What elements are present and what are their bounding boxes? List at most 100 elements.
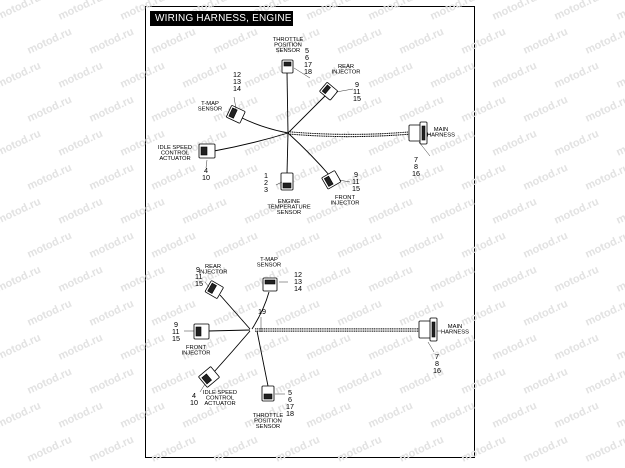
diagram-title: WIRING HARNESS, ENGINE — [150, 11, 293, 26]
watermark-text: motod.ru — [366, 0, 414, 23]
watermark-text: motod.ru — [56, 264, 104, 295]
watermark-text: motod.ru — [149, 94, 197, 125]
watermark-text: motod.ru — [149, 26, 197, 57]
watermark-text: motod.ru — [335, 230, 383, 261]
top-throttle-connector — [281, 59, 294, 74]
watermark-text: motod.ru — [304, 400, 352, 431]
watermark-text: motod.ru — [614, 60, 625, 91]
watermark-text: motod.ru — [211, 434, 259, 465]
watermark-text: motod.ru — [149, 230, 197, 261]
watermark-text: motod.ru — [335, 434, 383, 465]
top-temp-connector — [280, 172, 294, 191]
bottom-harness — [184, 277, 441, 402]
watermark-text: motod.ru — [552, 332, 600, 363]
top-harness — [198, 59, 431, 191]
top-main-harness-connector — [408, 121, 428, 145]
watermark-text: motod.ru — [521, 434, 569, 465]
watermark-text: motod.ru — [149, 434, 197, 465]
bottom-throttle-wire — [256, 330, 269, 387]
watermark-text: motod.ru — [459, 94, 507, 125]
watermark-text: motod.ru — [180, 60, 228, 91]
bottom-main-harness-connector — [418, 317, 438, 342]
watermark-text: motod.ru — [304, 332, 352, 363]
watermark-text: motod.ru — [552, 128, 600, 159]
watermark-text: motod.ru — [397, 162, 445, 193]
watermark-text: motod.ru — [583, 230, 625, 261]
watermark-text: motod.ru — [397, 26, 445, 57]
watermark-text: motod.ru — [490, 196, 538, 227]
diagram-frame — [145, 6, 475, 458]
watermark-text: motod.ru — [118, 128, 166, 159]
watermark-text: motod.ru — [366, 400, 414, 431]
watermark-text: motod.ru — [273, 434, 321, 465]
watermark-text: motod.ru — [118, 264, 166, 295]
watermark-text: motod.ru — [87, 26, 135, 57]
watermark-text: motod.ru — [490, 60, 538, 91]
watermark-text: motod.ru — [118, 196, 166, 227]
watermark-text: motod.ru — [304, 0, 352, 23]
top-throttle-wire — [286, 71, 289, 134]
top-idle-wire — [213, 132, 289, 152]
watermark-text: motod.ru — [273, 230, 321, 261]
top-tmap-connector — [226, 105, 246, 124]
bottom-throttle-connector — [261, 385, 275, 402]
watermark-text: motod.ru — [552, 196, 600, 227]
watermark-text: motod.ru — [521, 298, 569, 329]
watermark-text: motod.ru — [335, 366, 383, 397]
watermark-text: motod.ru — [366, 196, 414, 227]
watermark-text: motod.ru — [0, 0, 43, 23]
watermark-text: motod.ru — [118, 332, 166, 363]
top-tmap-wire — [239, 116, 289, 134]
bottom-tmap-connector — [262, 277, 278, 292]
watermark-text: motod.ru — [0, 196, 43, 227]
watermark-text: motod.ru — [614, 196, 625, 227]
watermark-text: motod.ru — [428, 196, 476, 227]
watermark-text: motod.ru — [459, 26, 507, 57]
watermark-text: motod.ru — [521, 162, 569, 193]
bottom-rear-wire — [219, 294, 251, 330]
watermark-text: motod.ru — [0, 264, 43, 295]
watermark-text: motod.ru — [335, 298, 383, 329]
watermark-text: motod.ru — [583, 298, 625, 329]
bottom-front-wire — [207, 329, 251, 332]
watermark-text: motod.ru — [459, 366, 507, 397]
watermark-text: motod.ru — [459, 434, 507, 465]
watermark-text: motod.ru — [56, 128, 104, 159]
watermark-text: motod.ru — [490, 128, 538, 159]
watermark-text: motod.ru — [335, 26, 383, 57]
top-front-wire — [287, 132, 331, 177]
watermark-text: motod.ru — [56, 400, 104, 431]
watermark-text: motod.ru — [25, 230, 73, 261]
watermark-text: motod.ru — [211, 162, 259, 193]
watermark-text: motod.ru — [490, 0, 538, 23]
watermark-text: motod.ru — [149, 162, 197, 193]
bottom-tmap-wire — [251, 291, 270, 330]
watermark-text: motod.ru — [56, 196, 104, 227]
watermark-text: motod.ru — [552, 60, 600, 91]
watermark-text: motod.ru — [521, 366, 569, 397]
bottom-front-injector-connector — [193, 323, 210, 340]
watermark-text: motod.ru — [583, 26, 625, 57]
watermark-text: motod.ru — [273, 94, 321, 125]
watermark-text: motod.ru — [614, 400, 625, 431]
